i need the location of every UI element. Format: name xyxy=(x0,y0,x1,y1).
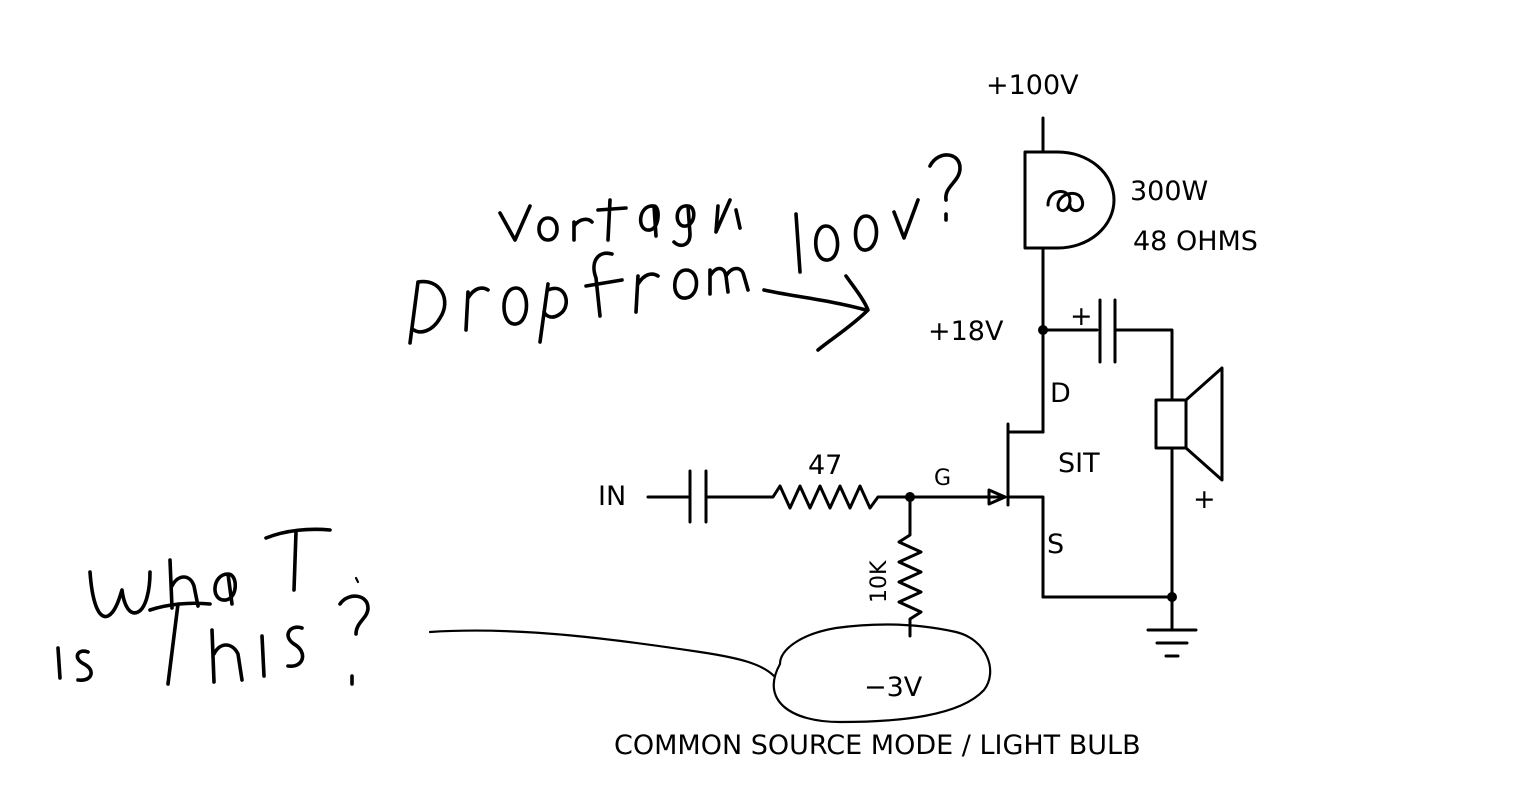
source-lead xyxy=(1006,495,1045,599)
ground-node-dot xyxy=(1167,592,1177,602)
bias-voltage-label: −3V xyxy=(864,672,923,703)
device-label: SIT xyxy=(1058,448,1100,479)
output-cap-polarity-label: + xyxy=(1070,301,1093,332)
input-label: IN xyxy=(598,481,626,512)
bulb-base xyxy=(1023,150,1045,250)
drain-voltage-label: +18V xyxy=(928,316,1004,347)
gate-resistor xyxy=(704,484,910,510)
annotation-leader-line xyxy=(428,629,776,678)
output-cap-wire-right xyxy=(1113,328,1174,402)
ground-symbol-icon xyxy=(1146,628,1198,658)
supply-voltage-label: +100V xyxy=(986,70,1079,101)
source-pin-label: S xyxy=(1047,529,1064,560)
drain-pin-label: D xyxy=(1050,378,1071,409)
gate-pin-label: G xyxy=(934,466,951,491)
gate-resistor-label: 47 xyxy=(808,450,842,481)
light-bulb-icon xyxy=(1041,150,1116,250)
annotation-circle xyxy=(772,623,992,724)
speaker-cone-icon xyxy=(1184,366,1224,482)
bulb-resistance-label: 48 OHMS xyxy=(1133,226,1258,257)
speaker-polarity-label: + xyxy=(1193,484,1216,515)
speaker-coil-icon xyxy=(1154,398,1188,450)
bias-resistor xyxy=(897,495,923,638)
diagram-caption: COMMON SOURCE MODE / LIGHT BULB xyxy=(614,730,1141,761)
handwritten-voltage-drop-note xyxy=(408,153,962,352)
bulb-filament-icon xyxy=(1046,190,1085,213)
input-cap-icon xyxy=(688,469,708,524)
bias-resistor-label: 10K xyxy=(867,560,892,603)
handwritten-bias-question xyxy=(56,527,370,686)
bulb-power-label: 300W xyxy=(1130,176,1208,207)
ground-wire xyxy=(1041,595,1174,630)
